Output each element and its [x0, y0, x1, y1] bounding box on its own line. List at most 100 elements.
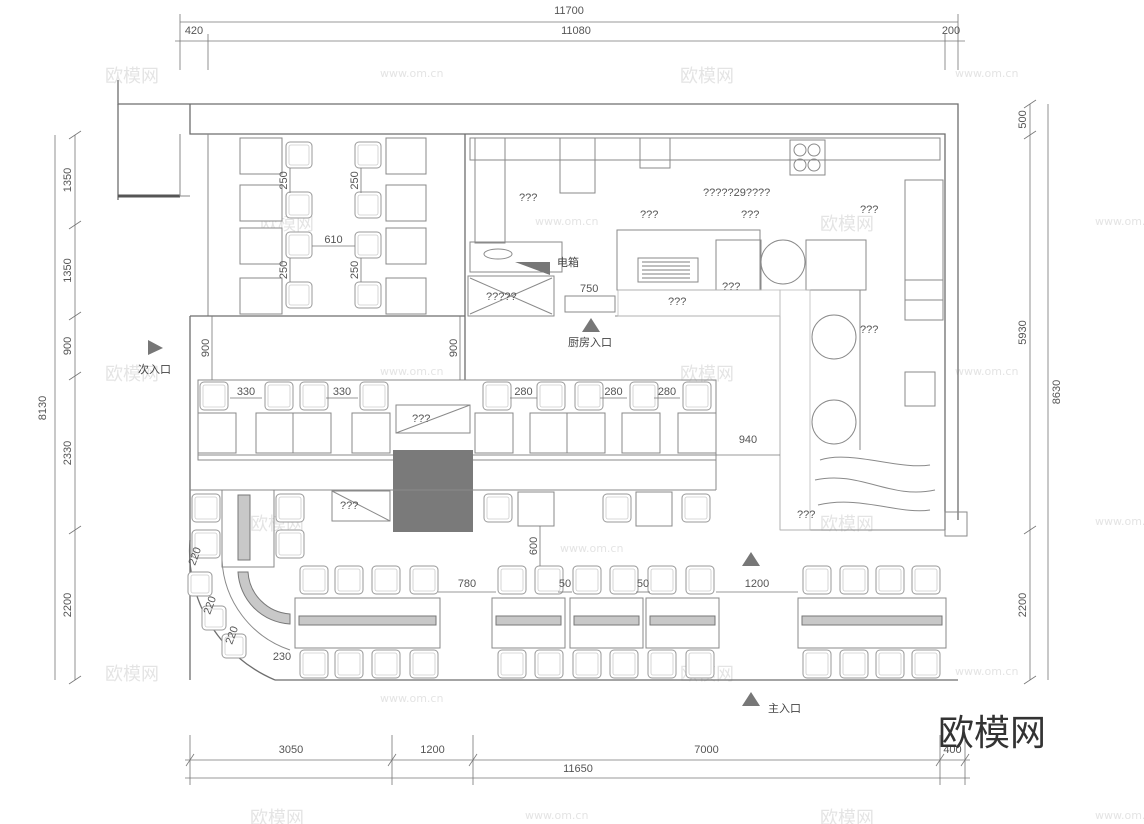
- table: [517, 491, 555, 527]
- dim-bottom-segment: 400: [943, 744, 961, 756]
- chair-inner: [684, 496, 708, 520]
- watermark-brand: 欧模网: [250, 808, 304, 824]
- chair: [802, 649, 832, 679]
- dim-overall-width: 11700: [554, 5, 584, 17]
- chair: [334, 649, 364, 679]
- watermark-url: www.om.cn: [1095, 215, 1144, 228]
- dim-label: 250: [278, 261, 290, 279]
- dim-tick: [68, 311, 82, 321]
- chair: [285, 281, 313, 309]
- chair-inner: [202, 384, 226, 408]
- chair-inner: [337, 568, 361, 592]
- chair-inner: [575, 652, 599, 676]
- dim-label: 330: [333, 386, 351, 398]
- table: [239, 137, 283, 175]
- chair: [647, 649, 677, 679]
- dim-bottom-segment: 3050: [279, 744, 303, 756]
- kitchen-label-5: ???: [668, 296, 686, 308]
- kitchen-label-7: ???: [797, 509, 815, 521]
- chair-inner: [374, 652, 398, 676]
- furniture: [187, 137, 947, 679]
- chair-inner: [577, 384, 601, 408]
- dim-label: 780: [458, 578, 476, 590]
- chair: [299, 381, 329, 411]
- chair-inner: [288, 194, 310, 216]
- watermark-url: www.om.cn: [535, 215, 598, 228]
- chair: [911, 649, 941, 679]
- table: [255, 412, 295, 454]
- dim-label: 250: [349, 171, 361, 189]
- main-entrance-label: 主入口: [768, 702, 801, 715]
- secondary-entrance-label: 次入口: [138, 362, 171, 376]
- dim-tick: [68, 675, 82, 685]
- dim-label: 230: [273, 651, 291, 663]
- table-bar: [801, 615, 943, 626]
- chair-inner: [302, 568, 326, 592]
- chair: [199, 381, 229, 411]
- dim-label: 280: [514, 386, 532, 398]
- electric-box-label: 电箱: [557, 255, 579, 269]
- dim-bottom-segment: 7000: [694, 744, 718, 756]
- dim-label: 900: [448, 339, 460, 357]
- chair-inner: [537, 652, 561, 676]
- watermark-brand: 欧模网: [105, 66, 159, 87]
- chair-inner: [412, 568, 436, 592]
- chair-inner: [194, 532, 218, 556]
- chair-inner: [612, 568, 636, 592]
- dim-left-segment: 1350: [62, 168, 74, 192]
- chair-inner: [337, 652, 361, 676]
- chair-inner: [357, 284, 379, 306]
- kitchen: 厨房入口 电箱 ?????29???? ??? ??? ??? ??? ??? …: [467, 137, 944, 531]
- watermark-url: www.om.cn: [1095, 809, 1144, 822]
- table: [635, 491, 673, 527]
- kitchen-label-4: ???: [860, 204, 878, 216]
- dim-tick: [68, 220, 82, 230]
- table: [677, 412, 717, 454]
- table: [351, 412, 391, 454]
- dim-label: 900: [200, 339, 212, 357]
- chair: [685, 565, 715, 595]
- chair: [285, 191, 313, 219]
- dim-bottom-overall: 11650: [563, 763, 593, 775]
- watermark-brand: 欧模网: [820, 214, 874, 235]
- chair-inner: [357, 194, 379, 216]
- dim-tick: [1023, 675, 1037, 685]
- chair: [299, 649, 329, 679]
- chair: [497, 565, 527, 595]
- chair: [602, 493, 632, 523]
- chair: [354, 141, 382, 169]
- dim-label: 1200: [745, 578, 769, 590]
- watermark-url: www.om.cn: [1095, 515, 1144, 528]
- chair: [839, 565, 869, 595]
- dim-label: 940: [739, 434, 757, 446]
- dim-right-segment: 5930: [1017, 320, 1029, 344]
- chair-inner: [914, 568, 938, 592]
- table: [385, 184, 427, 222]
- table: [474, 412, 514, 454]
- dim-tick: [68, 525, 82, 535]
- chair: [409, 565, 439, 595]
- chair-inner: [267, 384, 291, 408]
- dim-tick: [68, 371, 82, 381]
- chair-inner: [288, 234, 310, 256]
- dim-label: 610: [324, 234, 342, 246]
- dim-right-segment: 500: [1017, 110, 1029, 128]
- chair: [572, 649, 602, 679]
- watermarks: 欧模网欧模网欧模网欧模网欧模网欧模网欧模网欧模网欧模网欧模网欧模网欧模网www.…: [105, 66, 1144, 824]
- chair: [681, 493, 711, 523]
- chair: [371, 649, 401, 679]
- cold-room-label: ?????: [486, 291, 517, 303]
- chair-inner: [842, 652, 866, 676]
- chair: [299, 565, 329, 595]
- chair-inner: [805, 568, 829, 592]
- dim-tick: [1023, 130, 1037, 140]
- table: [239, 277, 283, 315]
- chair-inner: [537, 568, 561, 592]
- dim-left-segment: 900: [62, 337, 74, 355]
- chair-inner: [288, 284, 310, 306]
- table-bar: [649, 615, 716, 626]
- chair: [875, 565, 905, 595]
- dim-bottom-segment: 1200: [420, 744, 444, 756]
